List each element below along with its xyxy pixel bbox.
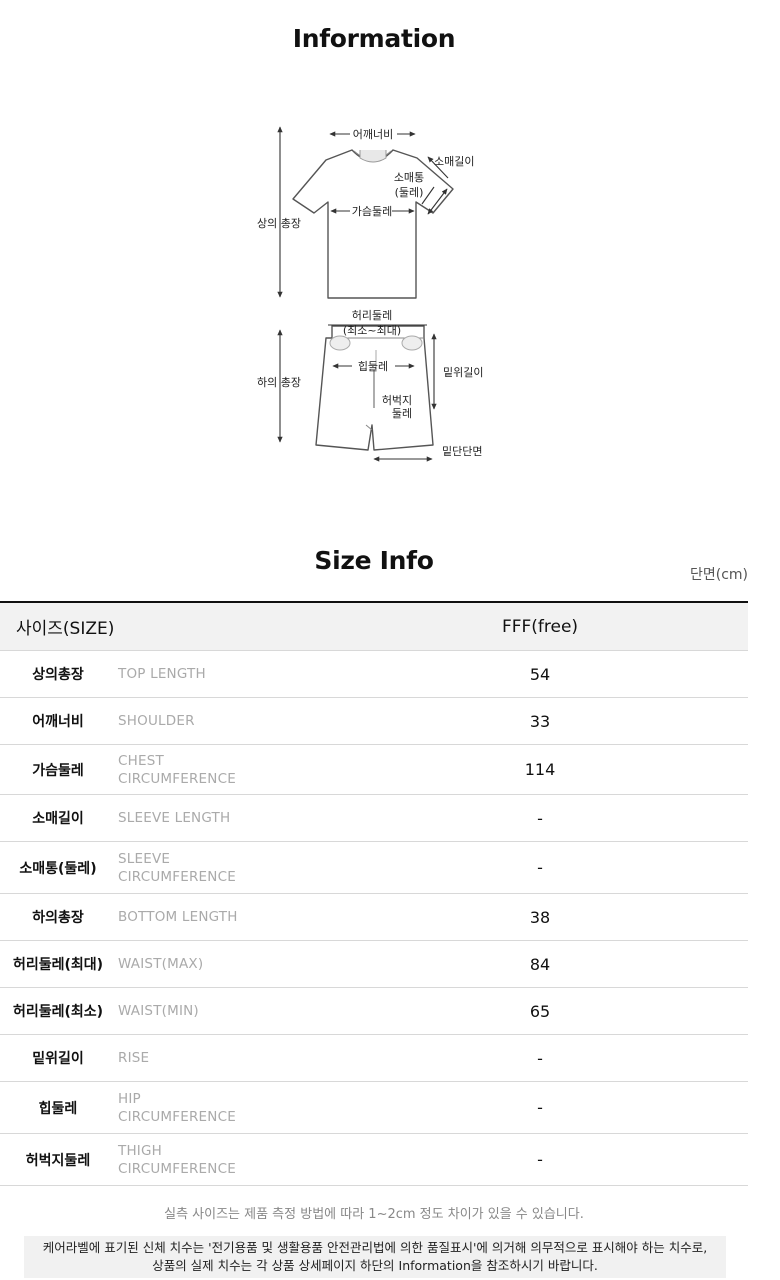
label-rise: 밑위길이	[443, 366, 483, 379]
row-label-en: BOTTOM LENGTH	[116, 893, 333, 941]
label-sleeve-circ-2: (둘레)	[395, 186, 424, 199]
disclaimer-text: 실측 사이즈는 제품 측정 방법에 따라 1~2cm 정도 차이가 있을 수 있…	[164, 1207, 584, 1222]
row-label-ko: 소매길이	[0, 794, 116, 842]
row-value: -	[332, 1034, 748, 1082]
care-label-line-1: 케어라벨에 표기된 신체 치수는 '전기용품 및 생활용품 안전관리법에 의한 …	[42, 1240, 708, 1255]
row-label-en: WAIST(MAX)	[116, 940, 333, 988]
row-label-en: SHOULDER	[116, 697, 333, 745]
row-value: 65	[332, 987, 748, 1035]
label-top-length: 상의 총장	[257, 217, 301, 230]
row-label-ko: 어깨너비	[0, 697, 116, 745]
label-chest: 가슴둘레	[352, 205, 392, 218]
table-row: 허리둘레(최소)WAIST(MIN) 65	[0, 987, 748, 1035]
row-label-en: WAIST(MIN)	[116, 987, 333, 1035]
row-value: -	[332, 1081, 748, 1134]
care-label-notice: 케어라벨에 표기된 신체 치수는 '전기용품 및 생활용품 안전관리법에 의한 …	[24, 1236, 726, 1278]
label-hip: 힙둘레	[358, 360, 388, 373]
unit-label: 단면(cm)	[689, 567, 748, 583]
shorts-illustration	[315, 325, 434, 451]
row-value: 38	[332, 893, 748, 941]
label-bottom-length: 하의 총장	[257, 375, 301, 389]
header-size-label: 사이즈(SIZE)	[0, 601, 333, 651]
row-label-en-line-1: BOTTOM LENGTH	[118, 909, 238, 925]
row-label-en-line-2: CIRCUMFERENCE	[118, 868, 236, 885]
row-label-ko: 소매통(둘레)	[0, 841, 116, 894]
care-label-line-2: 상품의 실제 치수는 각 상품 상세페이지 하단의 Information을 참…	[152, 1258, 598, 1273]
row-label-en-line-1: SHOULDER	[118, 713, 195, 729]
row-label-ko: 상의총장	[0, 650, 116, 698]
label-shoulder: 어깨너비	[353, 128, 393, 141]
row-label-en-line-1: WAIST(MAX)	[118, 956, 204, 972]
row-value: -	[332, 841, 748, 894]
row-label-en-line-1: CHEST	[118, 752, 164, 769]
row-label-ko: 밑위길이	[0, 1034, 116, 1082]
size-table-header: 사이즈(SIZE) FFF(free)	[0, 601, 748, 651]
row-label-en-line-1: WAIST(MIN)	[118, 1003, 199, 1019]
row-value: 33	[332, 697, 748, 745]
row-label-ko: 하의총장	[0, 893, 116, 941]
row-label-en-line-1: HIP	[118, 1090, 141, 1107]
label-sleeve-length: 소매길이	[434, 155, 474, 168]
table-row: 허리둘레(최대)WAIST(MAX) 84	[0, 940, 748, 988]
size-info-title: Size Info	[314, 546, 434, 575]
row-label-en-line-1: RISE	[118, 1050, 150, 1066]
size-measurement-diagram: 어깨너비 소매길이 소매통 (둘레) 가슴둘레 상의 총장 허리둘레 (최소~최…	[257, 126, 483, 462]
label-thigh-2: 둘레	[392, 407, 412, 420]
row-label-en-line-2: CIRCUMFERENCE	[118, 1160, 236, 1177]
row-label-en-line-1: THIGH	[118, 1142, 162, 1159]
row-value: -	[332, 794, 748, 842]
row-value: 54	[332, 650, 748, 698]
information-title: Information	[292, 24, 456, 53]
row-label-en: SLEEVE LENGTH	[116, 794, 333, 842]
label-waist-2: (최소~최대)	[343, 324, 401, 337]
row-label-en-line-1: SLEEVE	[118, 850, 171, 867]
row-label-en-line-1: SLEEVE LENGTH	[118, 810, 231, 826]
row-label-en-line-2: CIRCUMFERENCE	[118, 770, 236, 787]
row-label-ko: 가슴둘레	[0, 744, 116, 795]
row-value: -	[332, 1133, 748, 1186]
row-label-ko: 힙둘레	[0, 1081, 116, 1134]
row-label-ko: 허벅지둘레	[0, 1133, 116, 1186]
row-label-en: RISE	[116, 1034, 333, 1082]
label-thigh-1: 허벅지	[382, 394, 412, 407]
row-label-en: TOP LENGTH	[116, 650, 333, 698]
row-label-en-line-1: TOP LENGTH	[118, 666, 206, 682]
row-label-en-line-2: CIRCUMFERENCE	[118, 1108, 236, 1125]
tshirt-illustration	[292, 149, 454, 299]
label-sleeve-circ-1: 소매통	[394, 171, 424, 184]
row-value: 84	[332, 940, 748, 988]
row-label-ko: 허리둘레(최대)	[0, 940, 116, 988]
label-hem: 밑단단면	[442, 445, 482, 458]
label-waist-1: 허리둘레	[352, 309, 392, 322]
row-value: 114	[332, 744, 748, 795]
row-label-ko: 허리둘레(최소)	[0, 987, 116, 1035]
header-size-value: FFF(free)	[332, 601, 748, 651]
